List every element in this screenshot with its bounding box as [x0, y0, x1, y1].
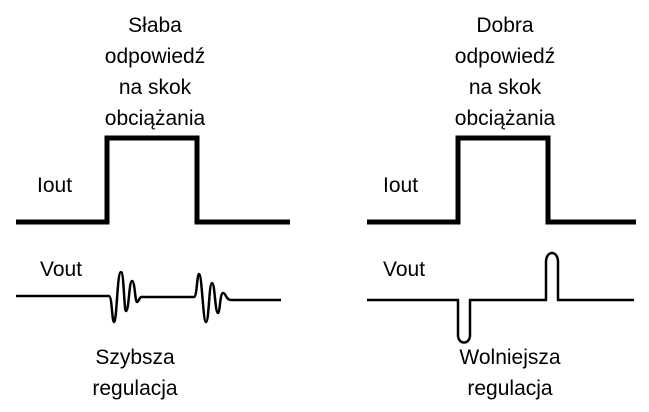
caption-line: regulacja — [467, 377, 553, 400]
left-title: Słaba odpowiedź na skok obciążania — [80, 10, 230, 134]
right-caption: Wolniejsza regulacja — [435, 342, 585, 404]
right-iout-label: Iout — [383, 174, 419, 197]
title-line: odpowiedź — [454, 45, 556, 68]
caption-line: regulacja — [92, 377, 178, 400]
title-line: Dobra — [476, 14, 534, 37]
title-line: na skok — [118, 76, 192, 99]
right-vout-waveform — [367, 251, 634, 344]
title-line: na skok — [468, 76, 542, 99]
title-line: odpowiedź — [104, 45, 206, 68]
right-vout-label: Vout — [383, 258, 426, 281]
title-line: obciążania — [454, 107, 556, 130]
caption-line: Szybsza — [95, 346, 175, 369]
caption-line: Wolniejsza — [459, 346, 561, 369]
title-line: obciążania — [104, 107, 206, 130]
right-title: Dobra odpowiedź na skok obciążania — [430, 10, 580, 134]
right-iout-waveform — [367, 135, 636, 225]
left-vout-label: Vout — [40, 258, 83, 281]
left-vout-waveform — [16, 270, 281, 324]
title-line: Słaba — [128, 14, 182, 37]
left-caption: Szybsza regulacja — [60, 342, 210, 404]
left-iout-label: Iout — [37, 174, 73, 197]
left-iout-waveform — [16, 135, 290, 225]
